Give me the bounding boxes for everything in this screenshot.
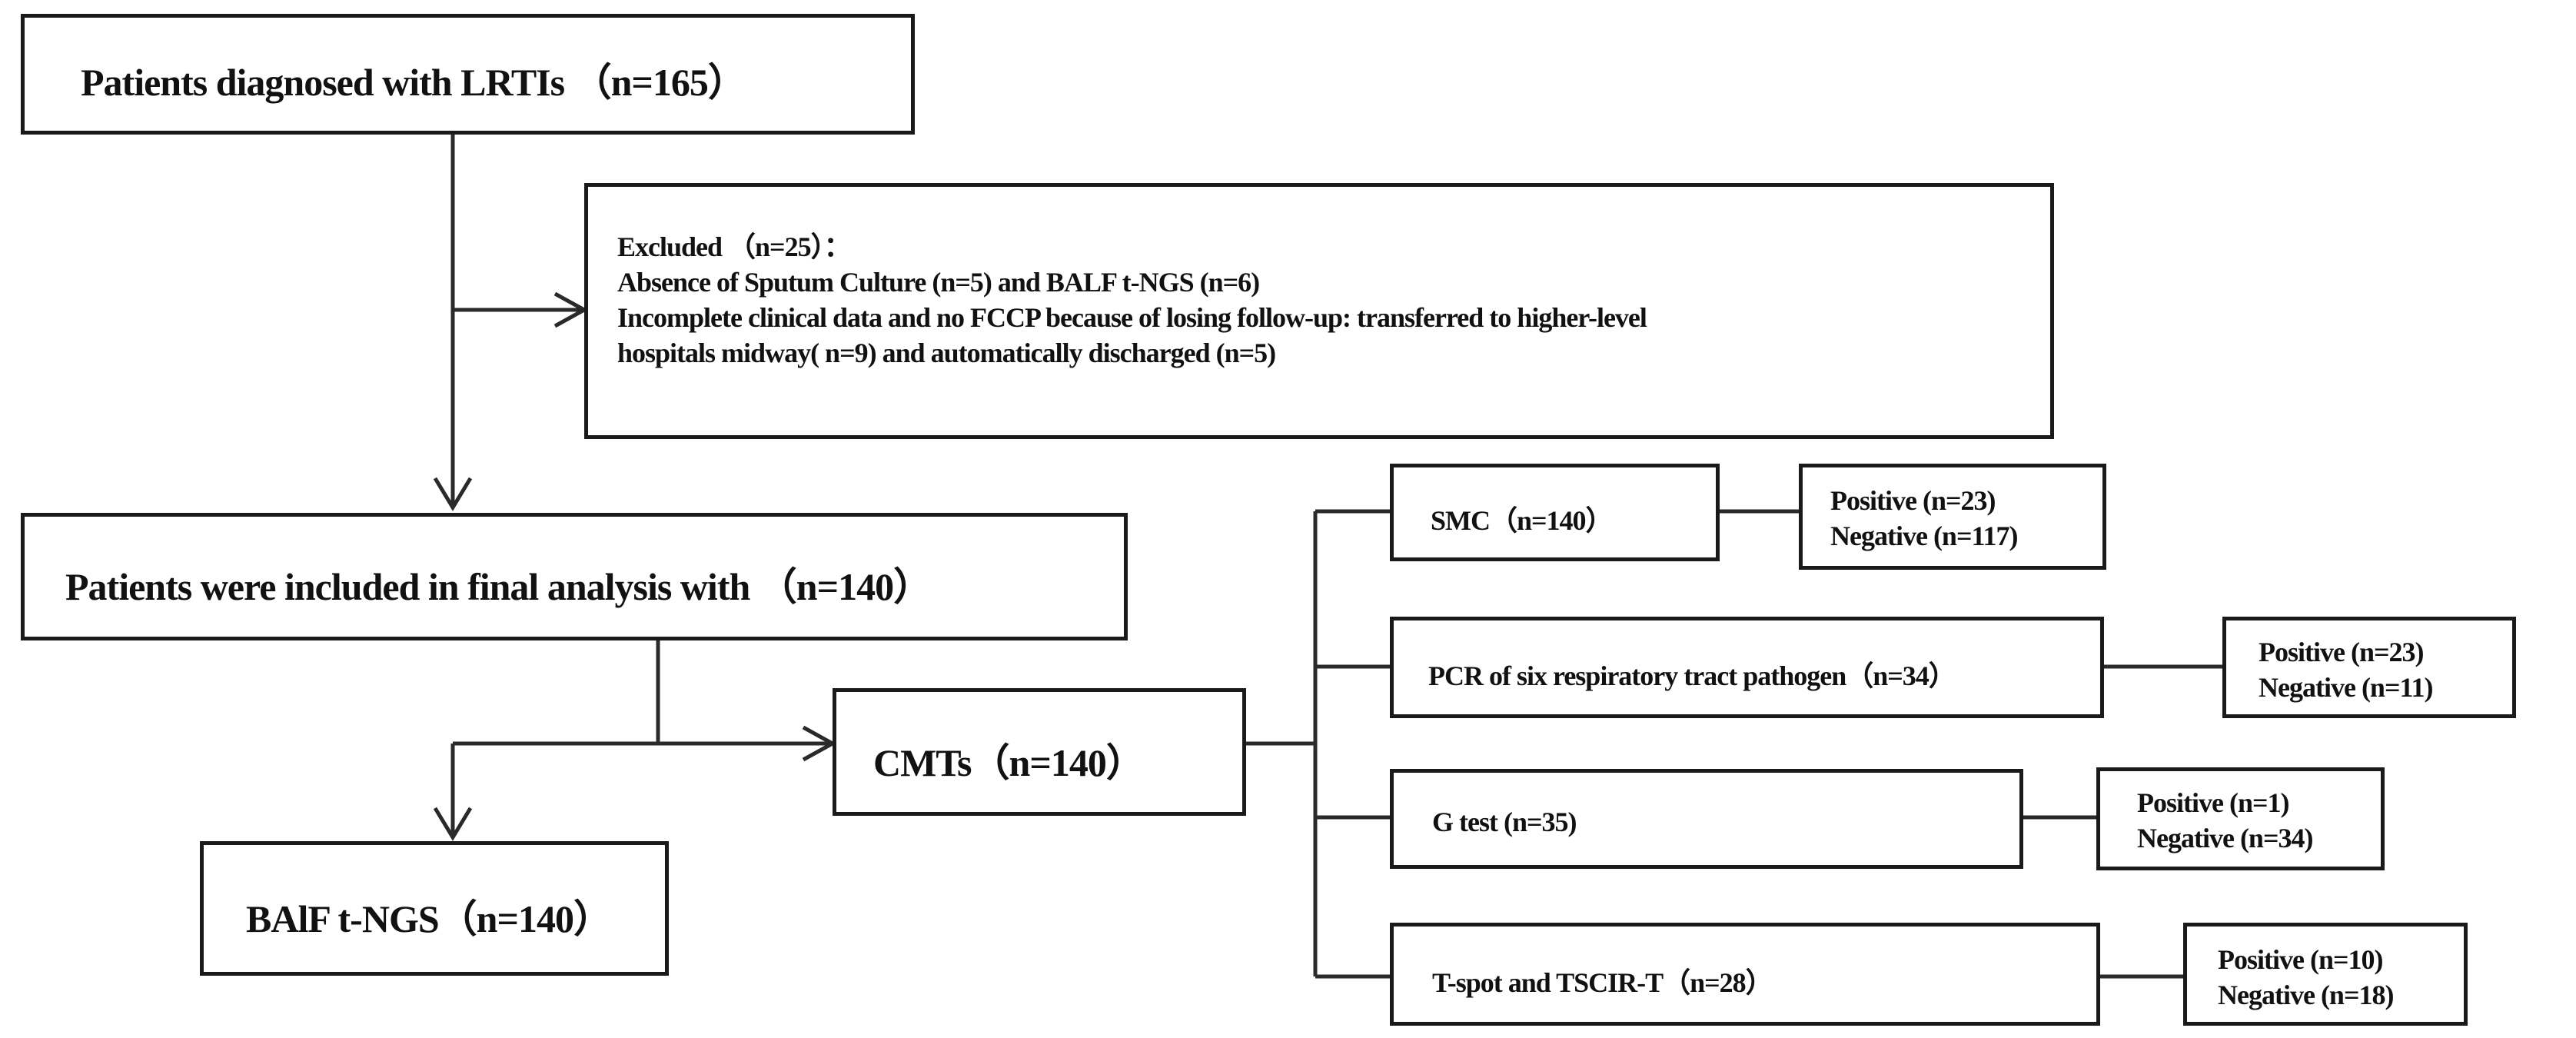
label-gtest: G test (n=35) (1432, 807, 1577, 837)
label-pcr: PCR of six respiratory tract pathogen（n=… (1428, 660, 1956, 691)
excluded-line-1: Excluded （n=25）： (617, 231, 852, 262)
box-smc: SMC（n=140） (1390, 464, 1720, 561)
box-excluded: Excluded （n=25）： Absence of Sputum Cultu… (584, 183, 2054, 439)
pcr-result-text: Positive (n=23) Negative (n=11) (2259, 634, 2433, 705)
label-balf: BAlF t-NGS（n=140） (246, 897, 612, 940)
box-gtest-result: Positive (n=1) Negative (n=34) (2096, 767, 2385, 870)
tspot-negative: Negative (n=18) (2218, 980, 2394, 1010)
pcr-positive: Positive (n=23) (2259, 637, 2424, 667)
label-included: Patients were included in final analysis… (65, 565, 932, 608)
excluded-line-2: Absence of Sputum Culture (n=5) and BALF… (617, 267, 1260, 298)
box-diagnosed: Patients diagnosed with LRTIs （n=165） (21, 14, 915, 135)
box-included: Patients were included in final analysis… (21, 513, 1128, 640)
arrowhead-balf (433, 807, 473, 841)
box-balf: BAlF t-NGS（n=140） (200, 841, 669, 976)
tspot-result-text: Positive (n=10) Negative (n=18) (2218, 942, 2394, 1013)
box-pcr: PCR of six respiratory tract pathogen（n=… (1390, 617, 2104, 718)
label-diagnosed: Patients diagnosed with LRTIs （n=165） (81, 61, 746, 104)
gtest-negative: Negative (n=34) (2137, 823, 2313, 853)
box-cmts: CMTs（n=140） (833, 688, 1246, 816)
gtest-positive: Positive (n=1) (2137, 787, 2289, 818)
excluded-text: Excluded （n=25）： Absence of Sputum Cultu… (617, 229, 1647, 371)
pcr-negative: Negative (n=11) (2259, 672, 2433, 703)
smc-negative: Negative (n=117) (1830, 521, 2018, 551)
label-cmts: CMTs（n=140） (873, 741, 1145, 784)
smc-positive: Positive (n=23) (1830, 485, 1996, 516)
box-tspot-result: Positive (n=10) Negative (n=18) (2183, 923, 2468, 1026)
box-tspot: T-spot and TSCIR-T（n=28） (1390, 923, 2100, 1026)
box-pcr-result: Positive (n=23) Negative (n=11) (2222, 617, 2516, 718)
excluded-line-3: Incomplete clinical data and no FCCP bec… (617, 302, 1647, 333)
box-smc-result: Positive (n=23) Negative (n=117) (1799, 464, 2106, 570)
label-smc: SMC（n=140） (1431, 505, 1614, 536)
arrowhead-included (433, 477, 473, 511)
label-tspot: T-spot and TSCIR-T（n=28） (1432, 967, 1773, 998)
gtest-result-text: Positive (n=1) Negative (n=34) (2137, 785, 2313, 856)
box-gtest: G test (n=35) (1390, 769, 2023, 869)
excluded-line-4: hospitals midway( n=9) and automatically… (617, 338, 1276, 368)
smc-result-text: Positive (n=23) Negative (n=117) (1830, 483, 2018, 554)
tspot-positive: Positive (n=10) (2218, 944, 2383, 975)
